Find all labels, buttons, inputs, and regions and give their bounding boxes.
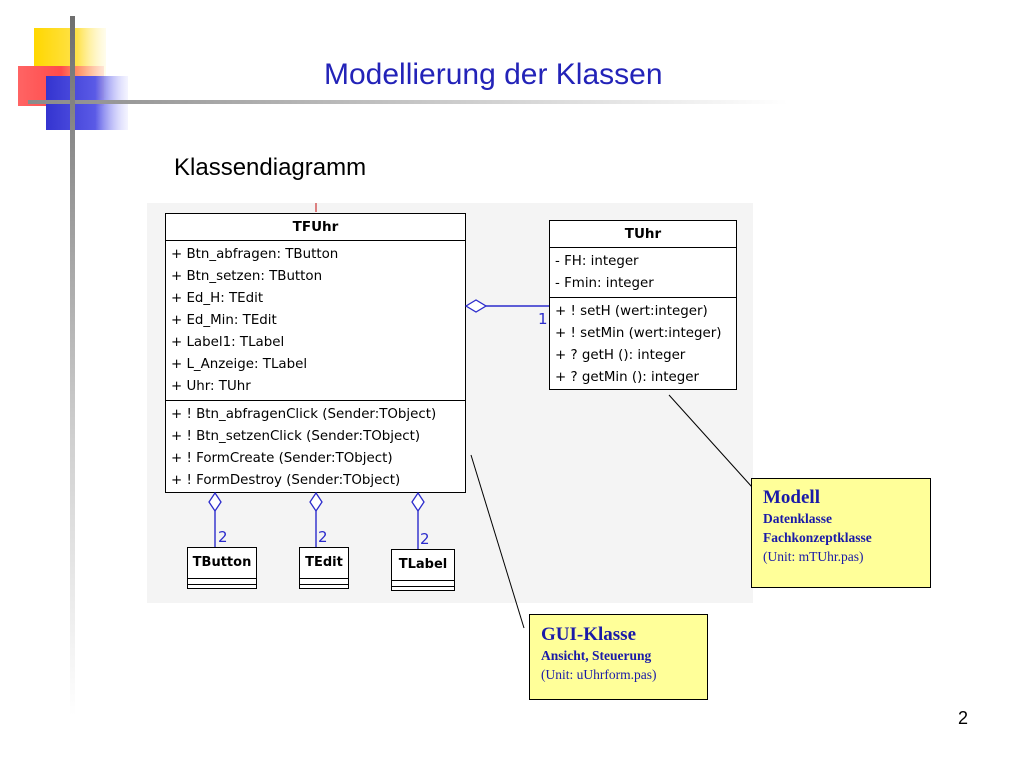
multiplicity-tlabel: 2 <box>420 530 430 548</box>
multiplicity-tbutton: 2 <box>218 528 228 546</box>
method: + ! FormDestroy (Sender:TObject) <box>171 473 401 488</box>
method: + ! setMin (wert:integer) <box>555 326 722 341</box>
class-tedit: TEdit <box>299 547 349 589</box>
class-tbutton-name: TButton <box>188 548 256 579</box>
note-modell-line1: Datenklasse <box>763 511 833 526</box>
attribute: - Fmin: integer <box>555 276 654 291</box>
class-tlabel-name: TLabel <box>392 550 454 581</box>
note-modell-line2: Fachkonzeptklasse <box>763 530 872 545</box>
aggregation-diamond <box>411 491 425 513</box>
attribute: + Label1: TLabel <box>171 335 285 350</box>
attribute: + Btn_setzen: TButton <box>171 269 323 284</box>
class-tuhr-methods: + ! setH (wert:integer) + ! setMin (wert… <box>550 297 736 391</box>
note-modell-unit: (Unit: mTUhr.pas) <box>763 549 864 564</box>
deco-vertical-line <box>70 16 75 716</box>
callout-line-modell <box>668 394 753 488</box>
attribute: + L_Anzeige: TLabel <box>171 357 308 372</box>
note-gui-title: GUI-Klasse <box>541 624 636 645</box>
attribute: + Btn_abfragen: TButton <box>171 247 339 262</box>
class-tlabel: TLabel <box>391 549 455 591</box>
attribute: + Ed_Min: TEdit <box>171 313 277 328</box>
class-tfuhr: TFUhr + Btn_abfragen: TButton + Btn_setz… <box>165 213 466 493</box>
aggregation-diamond <box>464 299 488 313</box>
class-tfuhr-name: TFUhr <box>166 214 465 241</box>
deco-horizontal-line <box>28 100 788 104</box>
class-tuhr: TUhr - FH: integer - Fmin: integer + ! s… <box>549 220 737 390</box>
attribute: + Uhr: TUhr <box>171 379 251 394</box>
note-gui-line1: Ansicht, Steuerung <box>541 648 652 663</box>
multiplicity-tuhr: 1 <box>538 310 548 328</box>
callout-line-gui <box>470 454 525 629</box>
slide-title: Modellierung der Klassen <box>324 58 663 91</box>
multiplicity-tedit: 2 <box>318 528 328 546</box>
note-gui: GUI-Klasse Ansicht, Steuerung (Unit: uUh… <box>529 614 708 700</box>
slide-subtitle: Klassendiagramm <box>174 154 367 181</box>
class-compartment <box>188 579 256 585</box>
class-compartment <box>392 581 454 587</box>
class-tedit-name: TEdit <box>300 548 348 579</box>
note-gui-unit: (Unit: uUhrform.pas) <box>541 667 657 682</box>
method: + ! Btn_abfragenClick (Sender:TObject) <box>171 407 437 422</box>
class-tbutton: TButton <box>187 547 257 589</box>
attribute: - FH: integer <box>555 254 639 269</box>
method: + ? getH (): integer <box>555 348 686 363</box>
attribute: + Ed_H: TEdit <box>171 291 264 306</box>
class-tfuhr-attributes: + Btn_abfragen: TButton + Btn_setzen: TB… <box>166 241 465 400</box>
class-tuhr-attributes: - FH: integer - Fmin: integer <box>550 248 736 297</box>
class-tuhr-name: TUhr <box>550 221 736 248</box>
method: + ? getMin (): integer <box>555 370 700 385</box>
note-modell: Modell Datenklasse Fachkonzeptklasse (Un… <box>751 478 931 588</box>
method: + ! setH (wert:integer) <box>555 304 708 319</box>
aggregation-diamond <box>309 491 323 513</box>
aggregation-diamond <box>208 491 222 513</box>
class-compartment <box>300 579 348 585</box>
method: + ! FormCreate (Sender:TObject) <box>171 451 393 466</box>
class-tfuhr-methods: + ! Btn_abfragenClick (Sender:TObject) +… <box>166 400 465 494</box>
method: + ! Btn_setzenClick (Sender:TObject) <box>171 429 421 444</box>
page-number: 2 <box>958 708 969 728</box>
note-modell-title: Modell <box>763 487 820 508</box>
